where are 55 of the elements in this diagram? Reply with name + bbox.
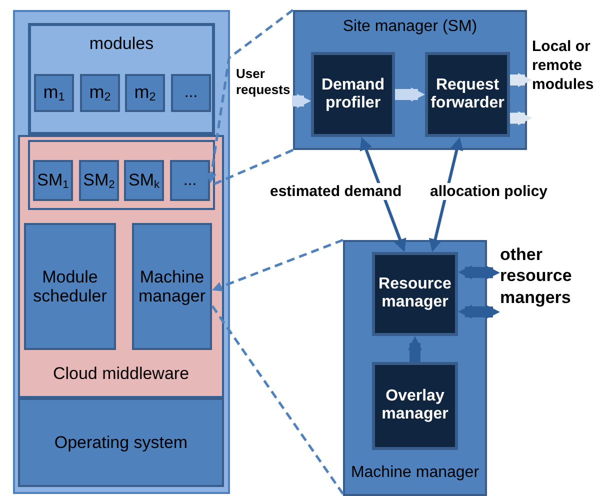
panel-heading: Cloud middleware	[52, 364, 190, 384]
module-box	[171, 74, 211, 112]
node-label: Resource manager	[378, 276, 452, 312]
component-box	[372, 252, 458, 336]
node-label: SM$_{2}$	[82, 170, 116, 192]
module-box	[125, 74, 165, 112]
node-label: Overlay manager	[380, 388, 450, 424]
component-box	[132, 223, 212, 350]
site-manager-box	[170, 160, 210, 201]
edge-label: estimated demand	[268, 183, 404, 200]
node-label: Machine manager	[137, 266, 207, 306]
arrow	[458, 304, 500, 319]
site-manager-box	[124, 160, 164, 201]
component-box	[311, 52, 395, 137]
arrow	[292, 94, 311, 108]
module-box	[34, 74, 74, 112]
site-manager-group	[28, 140, 215, 210]
node-label: Demand profiler	[320, 76, 386, 113]
node-label: Operating system	[53, 432, 189, 452]
panel-heading: Site manager (SM)	[342, 18, 478, 36]
modules-panel	[28, 23, 215, 135]
node-label: Module scheduler	[32, 266, 108, 306]
arrow	[458, 265, 500, 280]
node-label: ...	[182, 171, 198, 190]
zoom-line	[212, 238, 344, 292]
os-panel	[18, 398, 224, 487]
panel-heading: modules	[88, 34, 155, 54]
machine-manager-panel	[343, 240, 487, 496]
zoom-line	[210, 304, 344, 495]
arrow	[510, 111, 532, 126]
arrow	[408, 336, 422, 362]
edge-label: allocation policy	[428, 183, 550, 200]
node-label: m$_{1}$	[42, 82, 66, 104]
component-box	[24, 223, 116, 350]
node-label: Request forwarder	[430, 76, 506, 113]
output-label: Local or remote modules	[532, 38, 600, 164]
site-manager-box	[79, 160, 119, 201]
component-box	[372, 362, 458, 450]
arrow	[395, 88, 425, 102]
panel-heading: Machine manager	[350, 464, 480, 482]
input-label: User requests	[236, 66, 292, 136]
node-label: ...	[183, 84, 199, 102]
node-label: m$_{2}$	[88, 82, 112, 104]
site-manager-panel	[293, 10, 527, 150]
node-label: SM$_{1}$	[36, 170, 70, 192]
node-label: m$_{2}$	[133, 82, 157, 104]
zoom-line	[206, 9, 294, 184]
middleware-panel	[18, 135, 224, 398]
output-label: other resource mangers	[500, 244, 598, 364]
node-label: SM$_{k}$	[127, 170, 161, 192]
module-box	[80, 74, 120, 112]
component-box	[425, 52, 510, 137]
site-manager-box	[33, 160, 73, 201]
host-panel	[13, 10, 230, 494]
arrow	[510, 73, 532, 88]
